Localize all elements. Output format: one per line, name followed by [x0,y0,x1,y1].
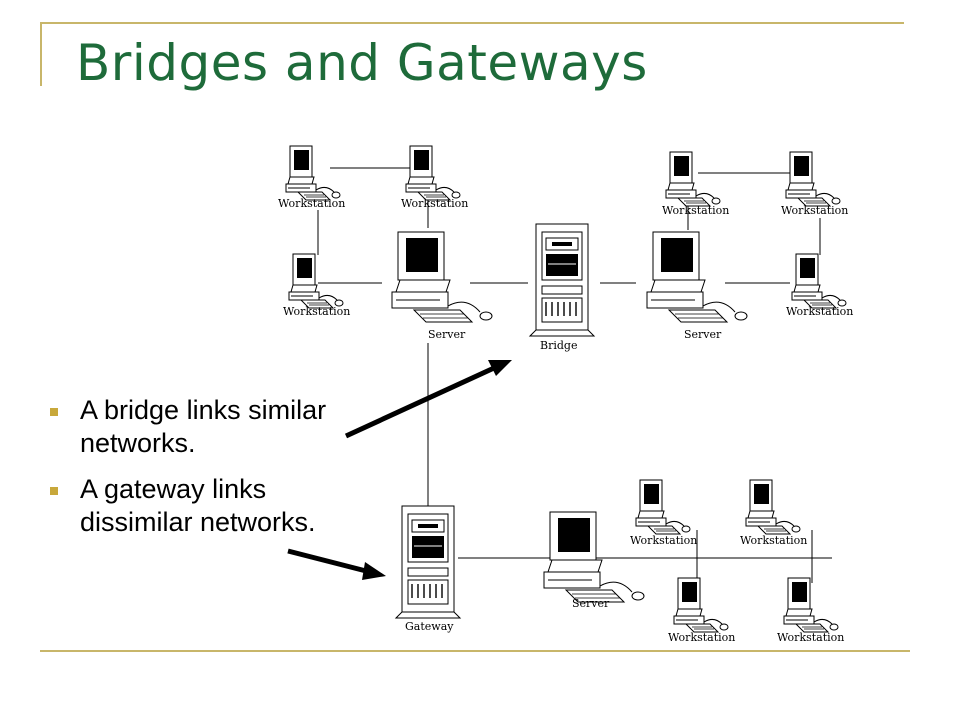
workstation-icon [791,253,847,309]
workstation-icon [785,151,841,207]
tower-icon [395,505,461,619]
workstation-icon [405,145,461,201]
server-label: Server [572,597,610,610]
workstation-label: Workstation [278,197,345,210]
gateway-label: Gateway [405,620,454,633]
server-icon [543,511,645,603]
bullet-square-icon [50,408,58,416]
workstation-icon [673,577,729,633]
bullet-list: A bridge links similar networks. A gatew… [50,394,340,552]
slide-title: Bridges and Gateways [76,34,648,92]
server-label: Server [684,328,722,341]
server-icon [391,231,493,323]
workstation-icon [783,577,839,633]
workstation-icon [288,253,344,309]
frame-bottom-rule [40,650,910,652]
workstation-label: Workstation [786,305,853,318]
workstation-label: Workstation [777,631,844,644]
workstation-icon [745,479,801,535]
bullet-square-icon [50,487,58,495]
bullet-text: A gateway links dissimilar networks. [80,474,316,537]
workstation-icon [665,151,721,207]
bridge-label: Bridge [540,339,577,352]
frame-top-rule [40,22,904,24]
workstation-icon [285,145,341,201]
server-icon [646,231,748,323]
bullet-item-gateway: A gateway links dissimilar networks. [50,473,340,539]
server-label: Server [428,328,466,341]
tower-icon [529,223,595,337]
bridge-arrow-icon [344,360,512,439]
workstation-label: Workstation [668,631,735,644]
gateway-arrow-icon [287,548,386,580]
bullet-text: A bridge links similar networks. [80,395,327,458]
workstation-label: Workstation [740,534,807,547]
workstation-label: Workstation [781,204,848,217]
frame-left-rule [40,22,42,86]
workstation-label: Workstation [283,305,350,318]
workstation-icon [635,479,691,535]
bullet-item-bridge: A bridge links similar networks. [50,394,340,460]
workstation-label: Workstation [401,197,468,210]
workstation-label: Workstation [630,534,697,547]
workstation-label: Workstation [662,204,729,217]
